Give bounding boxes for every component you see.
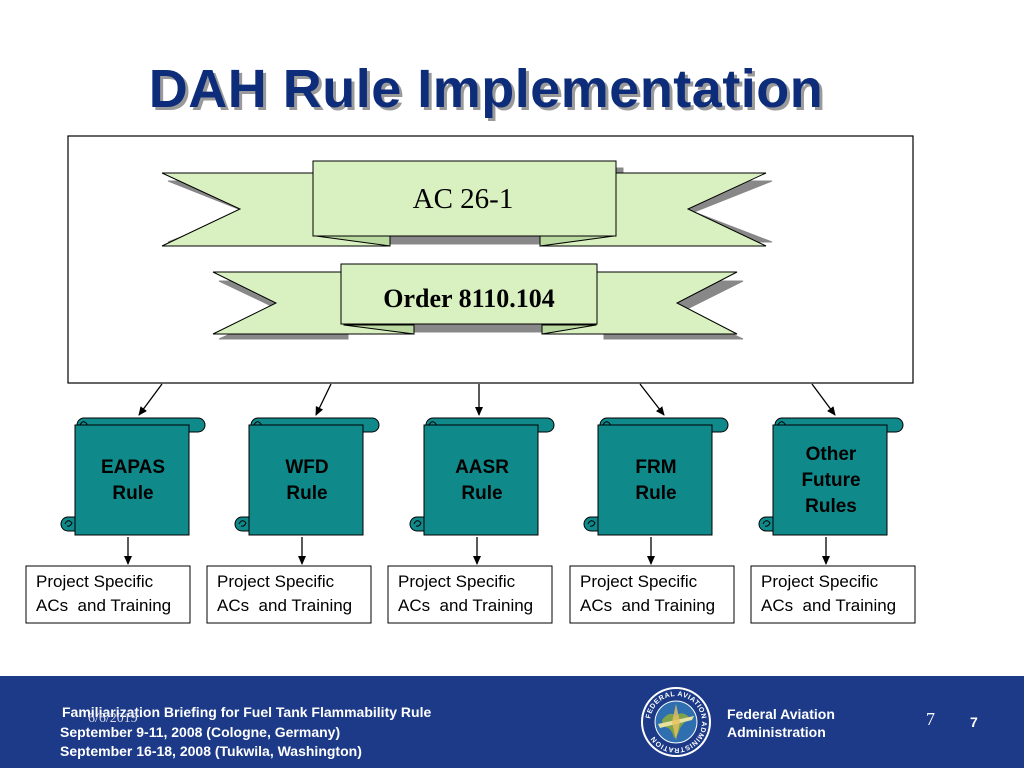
slide-number-plain: 7 xyxy=(926,709,935,729)
footer-tukwila-dates: September 16-18, 2008 (Tukwila, Washingt… xyxy=(60,743,362,759)
rule-label-line: EAPAS xyxy=(101,457,165,478)
arrow-to-rule-2 xyxy=(315,383,332,416)
project-box-text-line: Project Specific xyxy=(761,572,879,591)
project-box-text-line: Project Specific xyxy=(398,572,516,591)
ac-banner-label: AC 26-1 xyxy=(413,183,514,215)
footer-date: 6/6/2019 xyxy=(88,711,138,726)
rule-scroll-2: WFD Rule xyxy=(234,417,380,536)
faa-seal-icon: FEDERAL AVIATION ADMINISTRATION xyxy=(641,687,711,757)
project-box-text-line: ACs and Training xyxy=(36,596,171,615)
rule-label-line: AASR xyxy=(455,457,509,478)
footer-briefing-title: Familiarization Briefing for Fuel Tank F… xyxy=(62,704,432,720)
slide-number-bold: 7 xyxy=(970,714,978,730)
arrow-to-rule-4 xyxy=(639,383,665,416)
project-box-text-line: ACs and Training xyxy=(761,596,896,615)
project-box-text-line: ACs and Training xyxy=(217,596,352,615)
slide-title: DAH Rule Implementation xyxy=(148,59,824,119)
rule-label-line: Rule xyxy=(112,483,153,504)
rule-label-line: Future xyxy=(801,470,860,491)
project-box-text-line: Project Specific xyxy=(36,572,154,591)
rule-label-line: Rules xyxy=(805,496,857,517)
order-banner-label: Order 8110.104 xyxy=(383,284,554,313)
rule-label-line: Rule xyxy=(461,483,502,504)
diagram: AC 26-1 Order 8110.104 EAPASRuleWFDRuleA… xyxy=(25,135,916,624)
rule-label-line: WFD xyxy=(285,457,328,478)
footer-bar: Familiarization Briefing for Fuel Tank F… xyxy=(0,676,1024,768)
ac-banner: AC 26-1 xyxy=(161,160,773,247)
rule-scroll-1: EAPAS Rule xyxy=(60,417,206,536)
project-box-text-line: ACs and Training xyxy=(398,596,533,615)
rule-label-line: FRM xyxy=(635,457,676,478)
rule-label-line: Other xyxy=(806,444,857,465)
project-box-text-line: Project Specific xyxy=(580,572,698,591)
project-box-text-line: ACs and Training xyxy=(580,596,715,615)
rule-scroll-4: FRM Rule xyxy=(583,417,729,536)
footer-cologne-dates: September 9-11, 2008 (Cologne, Germany) xyxy=(60,724,341,740)
agency-name-line1: Federal Aviation xyxy=(727,706,835,722)
agency-name-line2: Administration xyxy=(727,724,826,740)
project-box-text-line: Project Specific xyxy=(217,572,335,591)
arrow-to-rule-5 xyxy=(811,383,836,416)
rule-label-line: Rule xyxy=(635,483,676,504)
order-banner: Order 8110.104 xyxy=(212,263,744,340)
rule-scroll-3: AASR Rule xyxy=(409,417,555,536)
rule-label-line: Rule xyxy=(286,483,327,504)
arrow-to-rule-1 xyxy=(138,383,163,416)
